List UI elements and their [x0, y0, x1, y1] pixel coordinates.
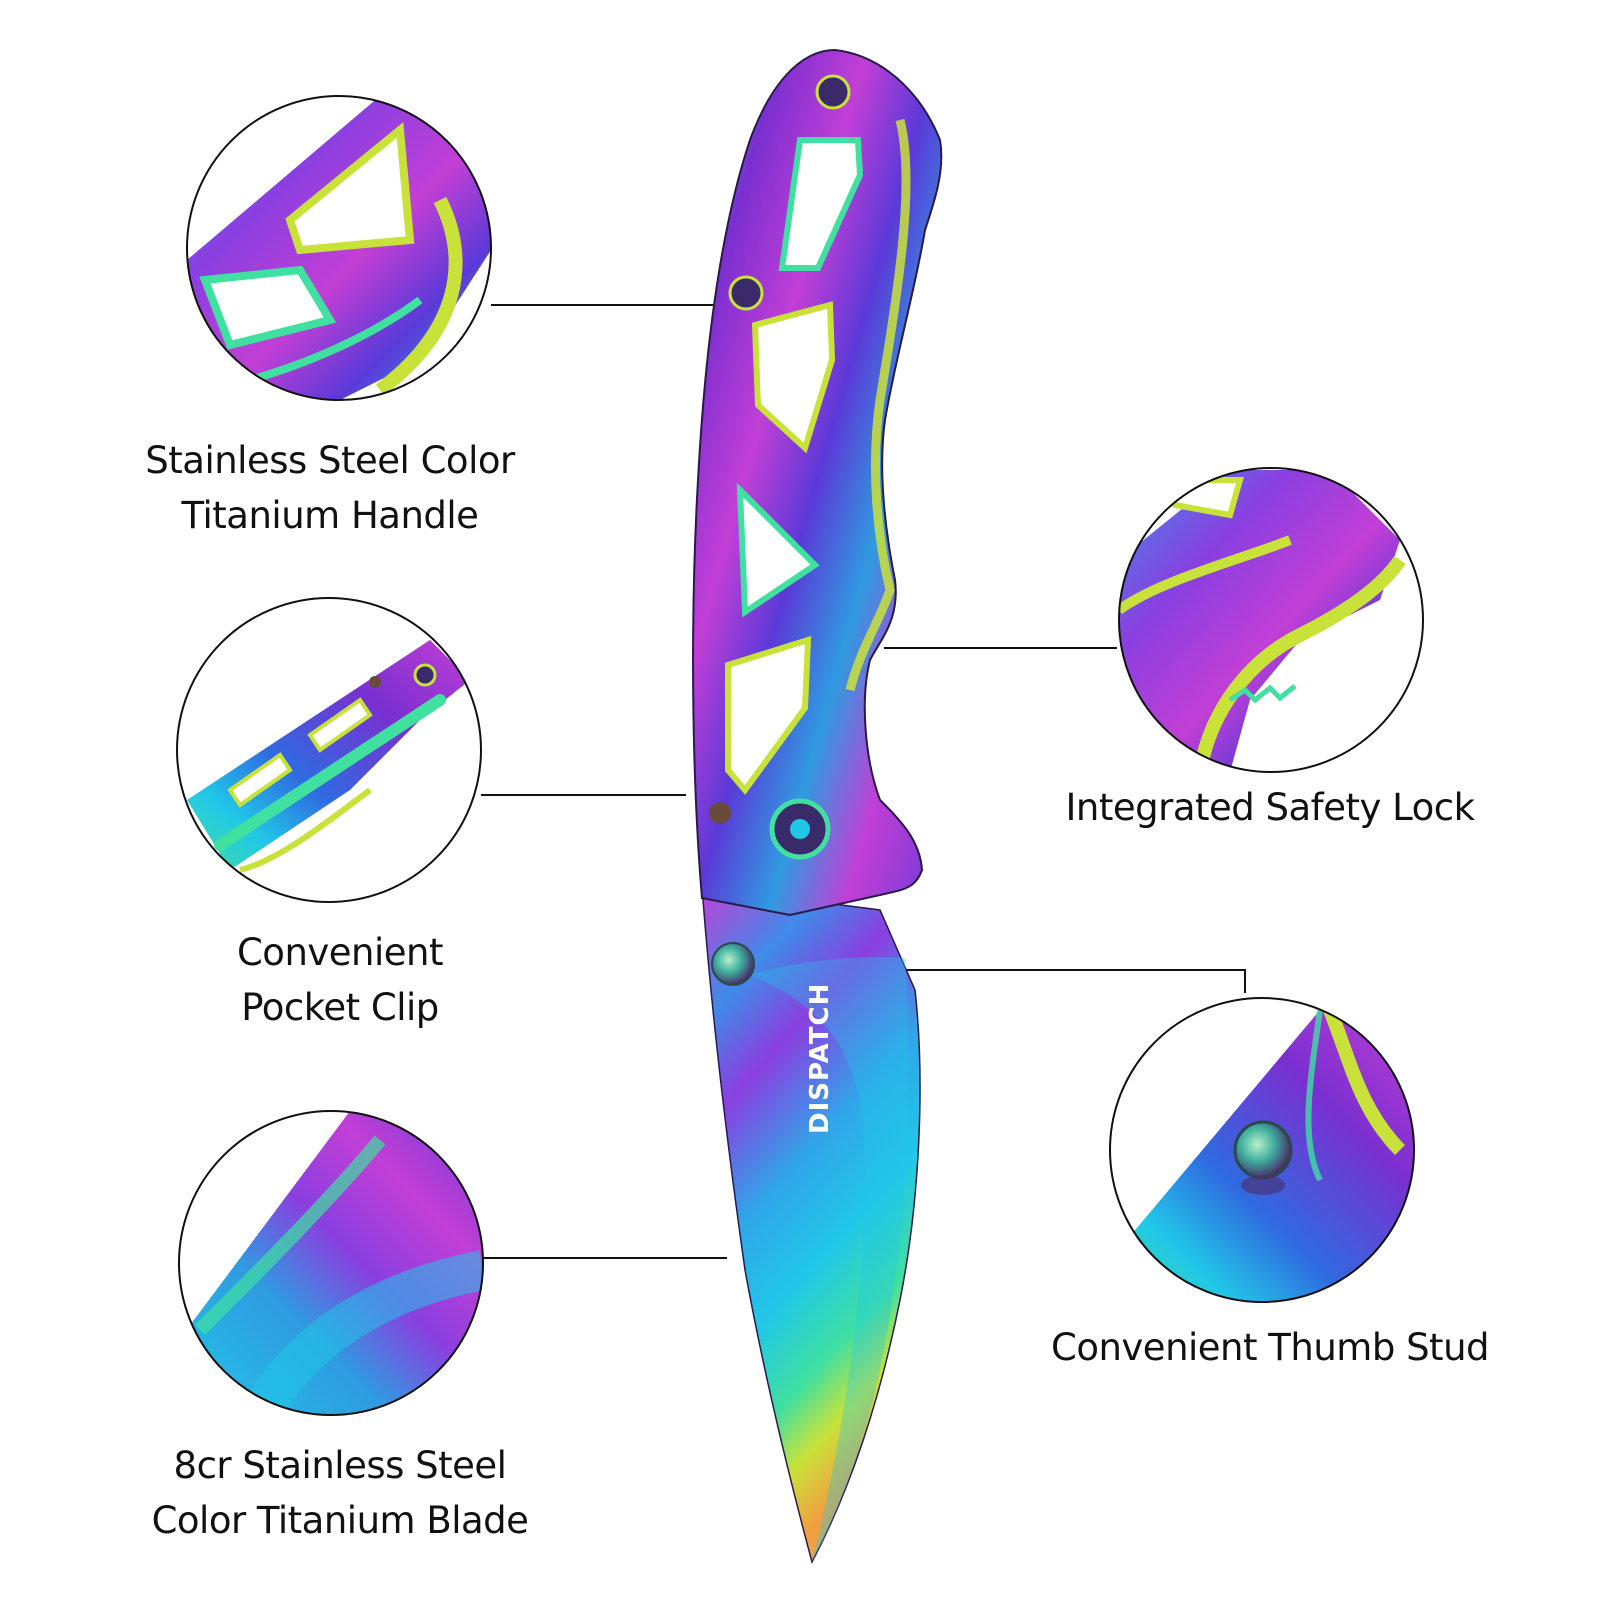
handle-cutout-3	[736, 482, 820, 618]
pocket-clip-closeup	[176, 597, 482, 903]
caption-handle-line1: Stainless Steel Color	[145, 439, 515, 482]
caption-handle: Stainless Steel Color Titanium Handle	[140, 433, 520, 543]
caption-clip-line2: Pocket Clip	[241, 986, 439, 1029]
stop-pin	[709, 802, 731, 824]
blade-closeup	[178, 1110, 484, 1416]
handle-screw-mid	[728, 275, 764, 311]
caption-stud: Convenient Thumb Stud	[1040, 1320, 1500, 1375]
handle-cutout-4	[725, 635, 812, 795]
handle-cutout-2	[751, 301, 836, 454]
pivot-screw-center	[790, 819, 810, 839]
knife-blade	[701, 886, 921, 1565]
handle-spine-highlight	[845, 118, 911, 692]
handle-screw-top	[815, 74, 851, 110]
caption-blade-line1: 8cr Stainless Steel	[173, 1444, 507, 1487]
caption-blade-line2: Color Titanium Blade	[151, 1499, 529, 1542]
caption-handle-line2: Titanium Handle	[181, 494, 479, 537]
caption-lock: Integrated Safety Lock	[1060, 780, 1480, 835]
caption-stud-line1: Convenient Thumb Stud	[1050, 1326, 1490, 1369]
handle-cutout-1	[778, 137, 864, 271]
handle-closeup	[186, 95, 492, 401]
safety-lock-closeup	[1118, 467, 1424, 773]
blade-brand-logo: DISPATCH	[805, 983, 835, 1134]
caption-clip: Convenient Pocket Clip	[190, 925, 490, 1035]
caption-blade: 8cr Stainless Steel Color Titanium Blade	[140, 1438, 540, 1548]
blade-bevel	[750, 957, 909, 1562]
caption-lock-line1: Integrated Safety Lock	[1065, 786, 1475, 829]
caption-clip-line1: Convenient	[236, 931, 444, 974]
thumb-stud	[711, 942, 755, 986]
thumb-stud-closeup	[1109, 997, 1415, 1303]
knife: DISPATCH	[692, 48, 943, 1565]
